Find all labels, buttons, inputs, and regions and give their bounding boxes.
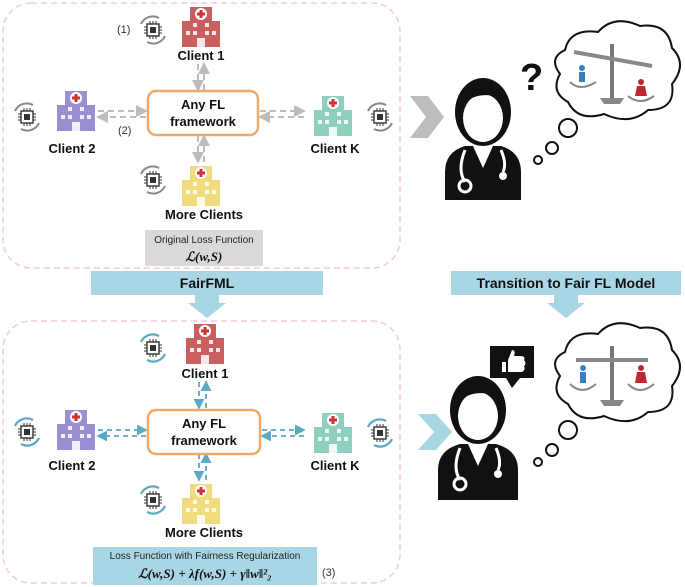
down-arrow-icon xyxy=(547,295,585,318)
step-2-label: (2) xyxy=(118,125,131,137)
client-k-label: Client K xyxy=(310,458,360,473)
fair-loss-formula: ℒ(w,S) + λf(w,S) + γ‖w‖²₂ xyxy=(138,566,271,581)
hospital-icon xyxy=(57,410,95,450)
more-clients-label: More Clients xyxy=(165,207,243,222)
chip-sync-icon xyxy=(140,333,166,363)
fair-loss-caption: Loss Function with Fairness Regularizati… xyxy=(110,551,301,562)
fl-framework-line1: Any FL xyxy=(181,97,225,112)
top-connectors xyxy=(96,62,306,164)
chip-sync-icon xyxy=(14,417,40,447)
chip-sync-icon xyxy=(367,102,393,132)
fl-framework-line2: framework xyxy=(171,433,238,448)
hospital-icon xyxy=(57,91,95,131)
client-1-label: Client 1 xyxy=(178,48,225,63)
original-loss-box xyxy=(145,230,263,266)
hospital-icon xyxy=(186,324,224,364)
chevron-right-icon xyxy=(418,414,452,450)
hospital-icon xyxy=(182,484,220,524)
hospital-icon xyxy=(182,166,220,206)
scale-icon xyxy=(569,346,655,406)
fairfml-banner-label: FairFML xyxy=(180,275,235,291)
chevron-right-icon xyxy=(410,96,444,138)
step-3-label: (3) xyxy=(322,567,335,579)
chip-sync-icon xyxy=(140,485,166,515)
top-panel-border xyxy=(2,2,401,269)
thought-bubble xyxy=(533,322,681,467)
transition-banner xyxy=(451,271,681,295)
hospital-icon xyxy=(314,96,352,136)
original-loss-formula: ℒ(w,S) xyxy=(186,249,223,264)
fl-framework-box xyxy=(146,89,260,137)
doctor-icon xyxy=(445,78,521,200)
hospital-icon xyxy=(182,7,220,47)
original-loss-caption: Original Loss Function xyxy=(154,235,254,246)
client-1-label: Client 1 xyxy=(182,366,229,381)
chip-sync-icon xyxy=(367,418,393,448)
fairfml-banner xyxy=(91,271,323,295)
fl-framework-box xyxy=(146,408,262,456)
thumbs-up-icon xyxy=(490,346,534,388)
client-2-label: Client 2 xyxy=(49,141,96,156)
question-mark-icon: ? xyxy=(520,57,543,99)
client-k-label: Client K xyxy=(310,141,360,156)
transition-banner-label: Transition to Fair FL Model xyxy=(477,275,656,291)
bottom-connectors xyxy=(96,380,306,482)
fl-framework-line1: Any FL xyxy=(182,416,226,431)
down-arrow-icon xyxy=(188,295,226,318)
scale-icon xyxy=(569,44,655,104)
chip-sync-icon xyxy=(14,102,40,132)
fl-framework-line2: framework xyxy=(170,114,237,129)
thought-bubble xyxy=(533,20,681,165)
fair-loss-box xyxy=(93,547,317,585)
hospital-icon xyxy=(314,413,352,453)
doctor-icon xyxy=(438,376,518,500)
client-2-label: Client 2 xyxy=(49,458,96,473)
chip-sync-icon xyxy=(140,165,166,195)
step-1-label: (1) xyxy=(117,24,130,36)
chip-sync-icon xyxy=(140,15,166,45)
more-clients-label: More Clients xyxy=(165,525,243,540)
